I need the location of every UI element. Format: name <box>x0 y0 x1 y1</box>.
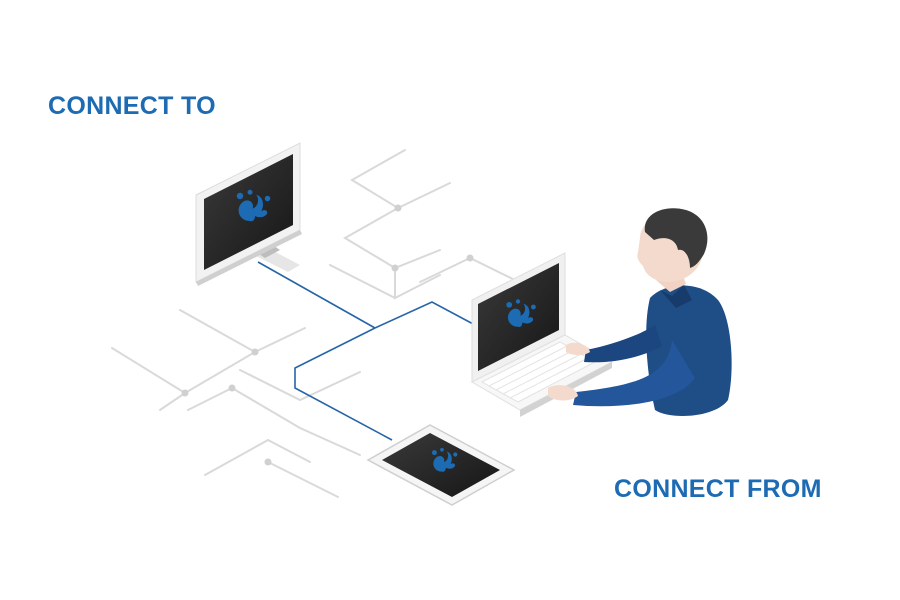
connect-from-label: CONNECT FROM <box>614 475 822 503</box>
connection-lines <box>257 261 476 441</box>
tablet <box>366 424 516 506</box>
circuit-nodes <box>181 204 474 466</box>
connect-to-label: CONNECT TO <box>48 92 216 120</box>
person-user <box>548 208 732 416</box>
desktop-monitor <box>195 142 302 286</box>
circuit-lines <box>111 149 526 498</box>
